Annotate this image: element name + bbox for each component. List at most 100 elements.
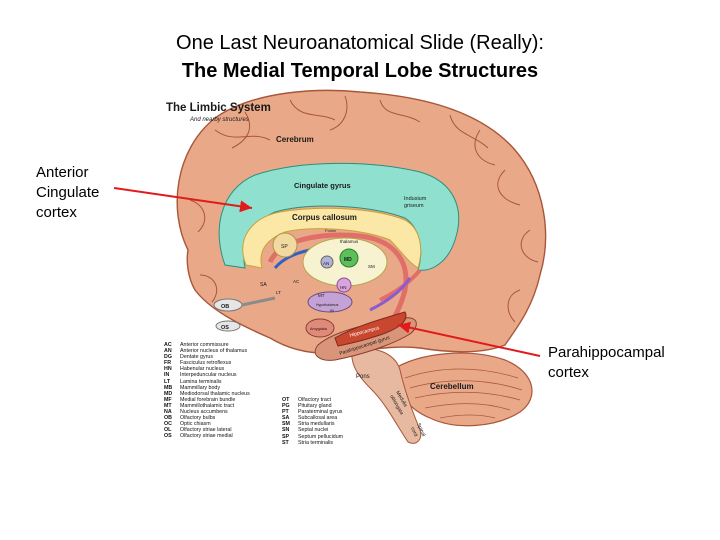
label-sa: SA	[260, 282, 267, 288]
legend-entry: MT Mammillothalamic tract	[164, 403, 250, 409]
legend-abbrev: OB	[164, 415, 172, 422]
legend-abbrev: IN	[164, 372, 170, 379]
label-left-line1: Anterior	[36, 164, 89, 181]
legend-description: Habenular nucleus	[180, 366, 225, 373]
legend-entry: SM Stria medullaris	[282, 421, 343, 427]
label-parahippocampal-cortex: Parahippocampal cortex	[548, 343, 665, 383]
legend-abbrev: MD	[164, 390, 173, 397]
arrow-parahippocampal	[397, 321, 541, 357]
diagram-subheading: And nearby structures	[189, 117, 249, 123]
legend-description: Subcallosal area	[298, 415, 338, 422]
slide-title-line1: One Last Neuroanatomical Slide (Really):	[176, 32, 544, 54]
amygdala	[305, 318, 335, 338]
legend-description: Medial forebrain bundle	[180, 396, 236, 403]
legend-entry: SA Subcallosal area	[282, 415, 343, 421]
brainstem	[351, 347, 422, 444]
label-an: AN	[323, 261, 329, 266]
label-fornix: Fornix	[325, 228, 336, 233]
legend-abbrev: SN	[282, 427, 290, 434]
label-mt: MT	[318, 293, 325, 298]
label-thalamus: thalamus	[340, 239, 359, 244]
legend-description: Mediodorsal thalamic nucleus	[180, 390, 250, 397]
legend-abbrev: SA	[282, 415, 290, 422]
diagram-heading: The Limbic System	[166, 102, 271, 114]
hypothalamus	[307, 291, 353, 313]
legend-abbrev: MF	[164, 396, 172, 403]
legend-abbrev: NA	[164, 409, 172, 416]
legend-entry: ST Stria terminalis	[282, 440, 343, 446]
legend-description: Optic chiasm	[180, 421, 211, 428]
legend-description: Septum pellucidum	[298, 433, 344, 440]
label-spinal-cord-2: cord	[409, 426, 419, 438]
md-nucleus	[339, 248, 359, 268]
legend-description: Stria terminalis	[298, 439, 334, 446]
legend-description: Pituitary gland	[298, 403, 332, 410]
legend-abbrev: OC	[164, 421, 172, 428]
legend-abbrev: AN	[164, 348, 172, 355]
label-ac: AC	[293, 279, 300, 284]
legend-abbrev: ST	[282, 439, 289, 446]
label-cerebrum: Cerebrum	[276, 135, 314, 144]
label-in: IN	[330, 308, 334, 313]
label-cingulate-gyrus: Cingulate gyrus	[294, 181, 351, 190]
sp-region	[272, 232, 298, 258]
label-hypothalamus: Hypothalamus	[316, 303, 339, 307]
cingulate-gyrus	[218, 162, 460, 271]
legend-abbrev: SM	[282, 421, 290, 428]
label-sp: SP	[281, 244, 288, 250]
legend-abbrev: FR	[164, 360, 172, 367]
hn-nucleus	[336, 277, 352, 293]
legend-abbrev: PG	[282, 403, 290, 410]
slide-title-line2: The Medial Temporal Lobe Structures	[181, 60, 539, 82]
legend-entry: AN Anterior nucleus of thalamus	[164, 348, 250, 354]
legend-description: Stria medullaris	[298, 421, 335, 428]
legend-entry: MF Medial forebrain bundle	[164, 397, 250, 403]
legend-abbrev: HN	[164, 366, 172, 373]
label-indusium-1: Indusium	[404, 196, 427, 202]
legend-abbrev: MT	[164, 402, 172, 409]
label-anterior-cingulate-cortex: Anterior Cingulate cortex	[36, 163, 99, 223]
legend-description: Dentate gyrus	[180, 354, 213, 361]
label-pons: Pons	[356, 374, 370, 380]
legend-entry: PG Pituitary gland	[282, 403, 343, 409]
legend-description: Anterior nucleus of thalamus	[180, 348, 248, 355]
legend-abbrev: SP	[282, 433, 290, 440]
cerebellum-folia	[404, 368, 523, 419]
olfactory-tract	[241, 296, 276, 307]
legend-entry: OB Olfactory bulbs	[164, 415, 250, 421]
gyri-lines	[189, 95, 539, 323]
legend-description: Anterior commissure	[180, 342, 229, 348]
label-lt: LT	[276, 290, 281, 295]
legend-description: Mammillothalamic tract	[180, 402, 235, 409]
legend-abbrev: LT	[164, 378, 171, 385]
label-right-line1: Parahippocampal	[548, 344, 665, 361]
arrow-anterior-cingulate	[113, 187, 253, 213]
label-cerebellum: Cerebellum	[430, 382, 474, 391]
legend-entry: OC Optic chiasm	[164, 421, 250, 427]
legend-entry: HN Habenular nucleus	[164, 366, 250, 372]
legend-entry: NA Nucleus accumbens	[164, 409, 250, 415]
label-os: OS	[221, 325, 229, 331]
label-amygdala: Amygdala	[310, 327, 328, 331]
label-right-line2: cortex	[548, 364, 589, 381]
legend-description: Olfactory tract	[298, 397, 331, 403]
os-marker	[215, 320, 241, 332]
legend-abbrev: DG	[164, 354, 172, 361]
legend-abbrev: OS	[164, 433, 172, 440]
legend-description: Olfactory bulbs	[180, 415, 216, 422]
label-left-line2: Cingulate	[36, 184, 100, 201]
legend-entry: SP Septum pellucidum	[282, 434, 343, 440]
legend-description: Nucleus accumbens	[180, 409, 228, 416]
label-md: MD	[344, 257, 352, 263]
